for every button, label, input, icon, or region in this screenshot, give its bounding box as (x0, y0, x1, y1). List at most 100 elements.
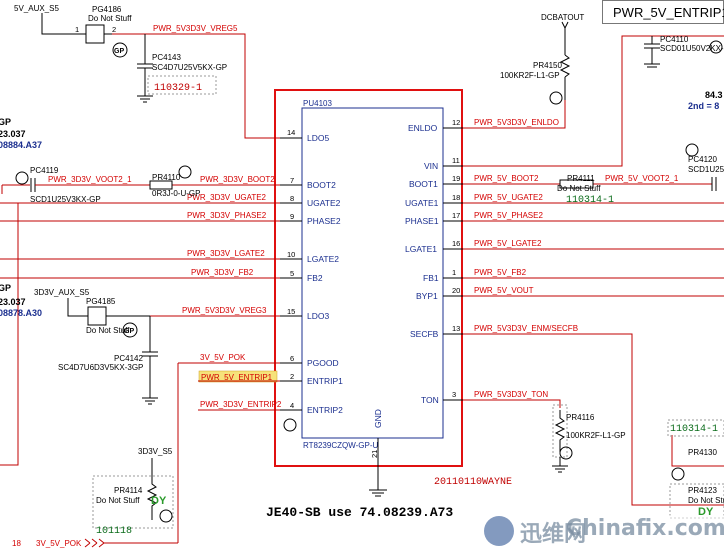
pin-ldo5: LDO5 (307, 133, 329, 143)
net-pgood: 3V_5V_POK (200, 353, 246, 362)
pin-ugate1: UGATE1 (405, 198, 439, 208)
pin-enldo: ENLDO (408, 123, 438, 133)
pr4111-note: Do Not Stuff (557, 184, 601, 193)
pr4114-date: 101118 (96, 526, 132, 537)
net-boot1: PWR_5V_BOOT2 (474, 174, 539, 183)
gp-mark: GP (114, 48, 124, 55)
net-secfb: PWR_5V3D3V_ENM/SECFB (474, 324, 578, 333)
net-lgate1: PWR_5V_LGATE2 (474, 239, 542, 248)
net-lgate2: PWR_3D3V_LGATE2 (187, 249, 265, 258)
pr4110: PR4110 0R3J-0-U-GP (149, 165, 200, 198)
pg4186-note: Do Not Stuff (88, 14, 132, 23)
pin-entrip1: ENTRIP1 (307, 376, 343, 386)
net-pok-bottom: 3V_5V_POK (36, 539, 82, 548)
pr4116-value: 100KR2F-L1-GP (566, 431, 626, 440)
net-phase2: PWR_3D3V_PHASE2 (187, 211, 267, 220)
pc4142-value: SC4D7U6D3V5KX-3GP (58, 363, 143, 372)
pin-byp1: BYP1 (416, 291, 438, 301)
pr4150-value: 100KR2F-L1-GP (500, 71, 560, 80)
pr4150: DCBATOUT PR4150 100KR2F-L1-GP (500, 13, 584, 105)
side-left-c: 08884.A37 (0, 140, 42, 150)
net-3d3v-s5: 3D3V_S5 (138, 447, 173, 456)
pin-num: 11 (452, 156, 460, 165)
pr4111-ref: PR4111 (567, 174, 595, 183)
pc4120-value: SCD1U25 (688, 165, 724, 174)
pin-num: 6 (290, 354, 294, 363)
gp-mark: GP (124, 328, 134, 335)
left-nets: PWR_5V3D3V_VREG5 PWR_3D3V_BOOT2 PWR_3D3V… (0, 24, 282, 543)
net-fb2: PWR_3D3V_FB2 (191, 268, 254, 277)
stamp: 20110110WAYNE (434, 477, 512, 488)
pr4123: PR4123 Do Not Stuff DY (669, 483, 724, 519)
chip-ref: PU4103 (303, 99, 332, 108)
pin-num: 19 (452, 174, 460, 183)
watermark-backdrop (480, 515, 724, 551)
gnd-pin-number: 21 (370, 450, 379, 458)
pc4120-ref: PC4120 (688, 155, 717, 164)
side-left-b: 23.037 (0, 129, 26, 139)
pin-num: 14 (287, 128, 295, 137)
pin-num: 13 (452, 324, 460, 333)
pc4120: PC4120 SCD1U25 (685, 143, 724, 191)
net-voot2-right: PWR_5V_VOOT2_1 (605, 174, 679, 183)
net-5v-aux-s5: 5V_AUX_S5 (14, 4, 59, 13)
pin-num: 12 (452, 118, 460, 127)
net-ugate1: PWR_5V_UGATE2 (474, 193, 543, 202)
pin-num: 2 (290, 372, 294, 381)
net-entrip1: PWR_5V_ENTRIP1 (201, 373, 273, 382)
pin-secfb: SECFB (410, 329, 439, 339)
pc4110: PC4110 SCD01U50V2KX- (644, 35, 724, 68)
pr4114-note: Do Not Stuff (96, 496, 140, 505)
chip-part-number: RT8239CZQW-GP-U (303, 441, 378, 450)
pr4110-ref: PR4110 (152, 173, 181, 182)
net-byp1: PWR_5V_VOUT (474, 286, 534, 295)
net-phase1: PWR_5V_PHASE2 (474, 211, 543, 220)
pin-num: 10 (287, 250, 295, 259)
watermark-cn: 迅维网 (520, 522, 587, 547)
pin-num: 5 (290, 269, 294, 278)
pin-num: 1 (452, 268, 456, 277)
pin-entrip2: ENTRIP2 (307, 405, 343, 415)
pc4143-value: SC4D7U25V5KX-GP (152, 63, 227, 72)
pr4130-ref: PR4130 (688, 448, 717, 457)
pin-num: 8 (290, 194, 294, 203)
chip-body (301, 107, 444, 439)
pc4143-date: 110329-1 (154, 83, 202, 94)
pr4116: PR4116 100KR2F-L1-GP (552, 404, 626, 473)
pin-lgate2: LGATE2 (307, 254, 339, 264)
pin-num: 4 (290, 401, 294, 410)
pg4186: 5V_AUX_S5 1 2 PG4186 Do Not Stuff GP (14, 4, 132, 58)
pr4150-ref: PR4150 (533, 61, 562, 70)
watermark-logo-icon (484, 516, 514, 546)
net-enldo: PWR_5V3D3V_ENLDO (474, 118, 559, 127)
pr4114-ref: PR4114 (114, 486, 143, 495)
side-left-a: GP (0, 117, 11, 127)
pin-num: 3 (452, 390, 456, 399)
side-left-f: 08878.A30 (0, 308, 42, 318)
pr4130: 110314-1 PR4130 (667, 419, 724, 481)
page-ref: 18 (12, 539, 21, 548)
pin-num: 2 (112, 25, 116, 34)
pr4111: PR4111 Do Not Stuff 110314-1 (557, 174, 614, 206)
pg4185-ref: PG4185 (86, 297, 116, 306)
pg4185: 3D3V_AUX_S5 PG4185 Do Not Stuff GP (34, 288, 150, 338)
pin-num: 16 (452, 239, 460, 248)
caption: JE40-SB use 74.08239.A73 (266, 505, 453, 520)
pc4142: PC4142 SC4D7U6D3V5KX-3GP (58, 316, 158, 405)
pin-num: 18 (452, 193, 460, 202)
pin-num: 15 (287, 307, 295, 316)
pr4111-date: 110314-1 (566, 195, 614, 206)
pin-fb1: FB1 (423, 273, 439, 283)
net-voot2-left: PWR_3D3V_VOOT2_1 (48, 175, 132, 184)
pin-lgate1: LGATE1 (405, 244, 437, 254)
pin-phase2: PHASE2 (307, 216, 341, 226)
net-3d3v-aux-s5: 3D3V_AUX_S5 (34, 288, 90, 297)
right-pin-stubs (443, 127, 463, 401)
pg4185-note: Do Not Stuff (86, 326, 130, 335)
pc4119-value: SCD1U25V3KX-GP (30, 195, 101, 204)
right-nets: PWR_5V3D3V_ENLDO PWR_5V_BOOT2 PWR_5V_VOO… (463, 35, 724, 506)
side-right-a: 84.3 (705, 90, 723, 100)
side-left-e: 23.037 (0, 297, 26, 307)
pr4123-ref: PR4123 (688, 486, 717, 495)
